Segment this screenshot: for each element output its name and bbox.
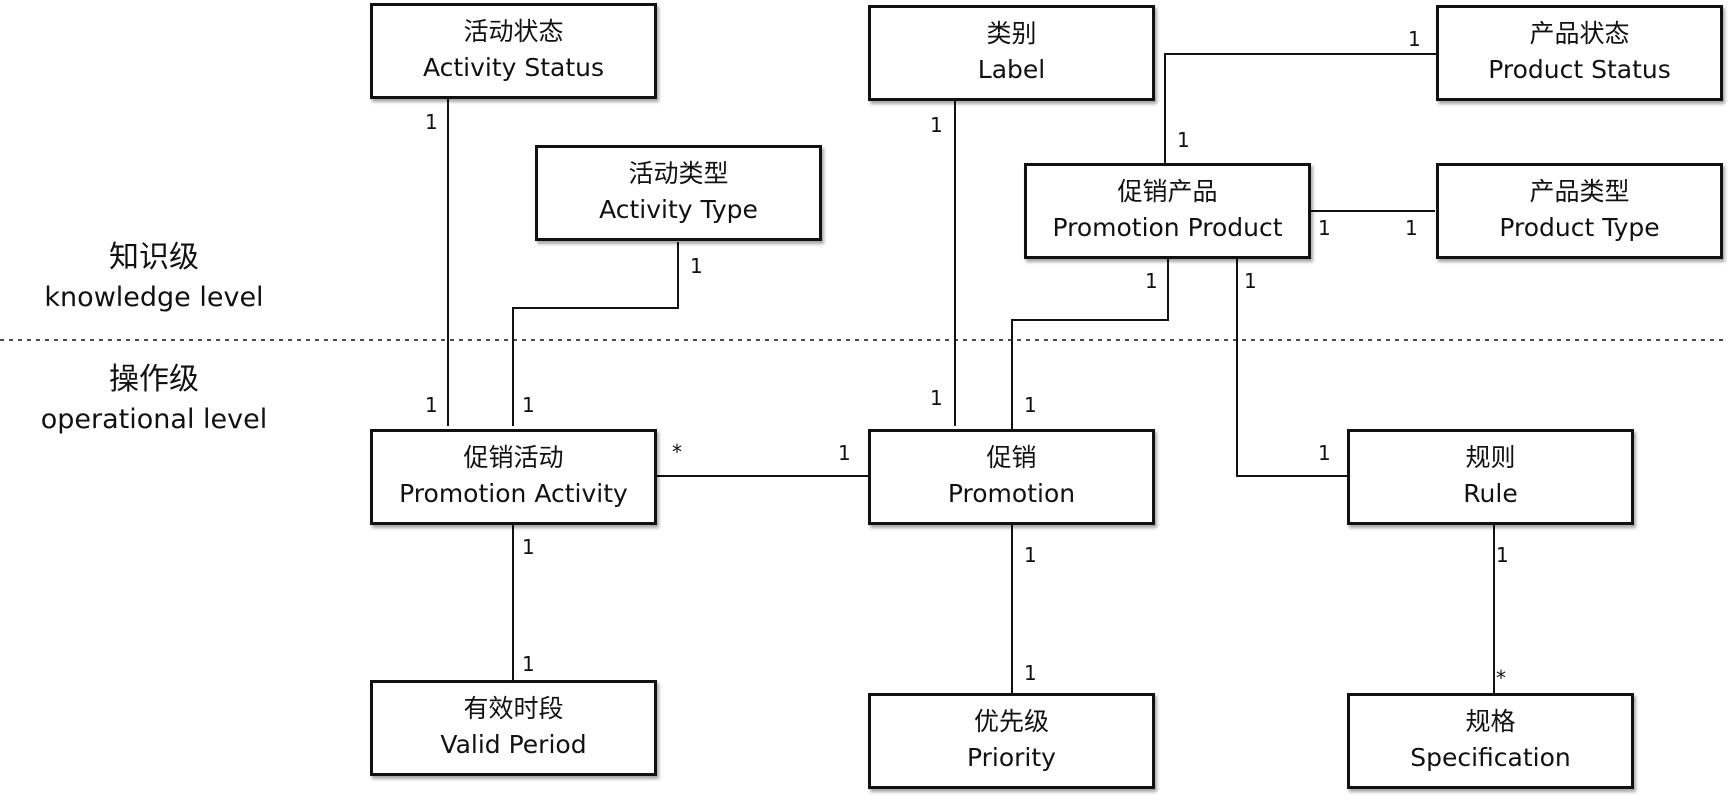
activity-type-zh: 活动类型 [628,159,729,188]
mult-activity-status-bottom: 1 [425,393,438,417]
activity-status-en: Activity Status [422,53,605,82]
activity-status-box: 活动状态 Activity Status [370,3,657,99]
promotion-product-zh: 促销产品 [1117,177,1218,206]
rule-en: Rule [1463,479,1518,508]
mult-activity-status-top: 1 [425,110,438,134]
promotion-activity-box: 促销活动 Promotion Activity [370,429,657,525]
edge-product-rule [1236,258,1347,477]
product-type-zh: 产品类型 [1529,177,1630,206]
mult-rule-spec-star: * [1496,666,1506,690]
mult-rule-spec-one: 1 [1496,543,1509,567]
mult-product-promotion-bottom: 1 [1024,393,1037,417]
activity-status-zh: 活动状态 [463,17,564,46]
mult-label-top: 1 [930,113,943,137]
promotion-box: 促销 Promotion [868,429,1155,525]
mult-activity-promotion-star: * [672,440,682,464]
promotion-product-en: Promotion Product [1052,213,1283,242]
mult-product-type-left: 1 [1318,216,1331,240]
mult-product-promotion-top: 1 [1145,269,1158,293]
operational-level-label: 操作级 operational level [24,360,284,440]
priority-zh: 优先级 [973,707,1049,736]
label-zh: 类别 [986,19,1037,48]
promotion-en: Promotion [947,479,1076,508]
mult-promotion-priority-top: 1 [1024,543,1037,567]
activity-type-en: Activity Type [599,195,758,224]
knowledge-level-zh: 知识级 [109,240,199,275]
rule-box: 规则 Rule [1347,429,1634,525]
activity-type-box: 活动类型 Activity Type [535,145,822,241]
product-type-box: 产品类型 Product Type [1436,163,1723,259]
knowledge-level-en: knowledge level [44,282,264,313]
edge-activity-type-activity [512,242,679,426]
priority-box: 优先级 Priority [868,693,1155,789]
promotion-product-box: 促销产品 Promotion Product [1024,163,1311,259]
priority-en: Priority [967,743,1056,772]
knowledge-level-label: 知识级 knowledge level [24,238,284,318]
mult-activity-period-bottom: 1 [522,652,535,676]
label-en: Label [977,55,1046,84]
valid-period-en: Valid Period [440,730,587,759]
product-status-zh: 产品状态 [1529,19,1630,48]
mult-activity-type-bottom: 1 [522,393,535,417]
mult-product-rule-top: 1 [1244,269,1257,293]
operational-level-zh: 操作级 [109,362,199,397]
mult-activity-promotion-one: 1 [838,441,851,465]
specification-zh: 规格 [1465,707,1516,736]
mult-activity-type-top: 1 [690,254,703,278]
promotion-zh: 促销 [986,443,1037,472]
product-status-box: 产品状态 Product Status [1436,5,1723,101]
promotion-activity-en: Promotion Activity [399,479,628,508]
product-type-en: Product Type [1499,213,1660,242]
label-box: 类别 Label [868,5,1155,101]
mult-label-bottom: 1 [930,386,943,410]
product-status-en: Product Status [1488,55,1671,84]
mult-promotion-priority-bottom: 1 [1024,661,1037,685]
mult-product-rule-right: 1 [1318,441,1331,465]
edge-product-status-product [1164,53,1436,163]
specification-box: 规格 Specification [1347,693,1634,789]
mult-product-status-left: 1 [1408,27,1421,51]
mult-product-status-right: 1 [1177,128,1190,152]
valid-period-box: 有效时段 Valid Period [370,680,657,776]
mult-product-type-right: 1 [1405,216,1418,240]
promotion-activity-zh: 促销活动 [463,443,564,472]
mult-activity-period-top: 1 [522,535,535,559]
rule-zh: 规则 [1465,443,1516,472]
edge-product-promotion [1011,258,1169,430]
operational-level-en: operational level [40,404,268,435]
specification-en: Specification [1410,743,1571,772]
valid-period-zh: 有效时段 [463,694,564,723]
